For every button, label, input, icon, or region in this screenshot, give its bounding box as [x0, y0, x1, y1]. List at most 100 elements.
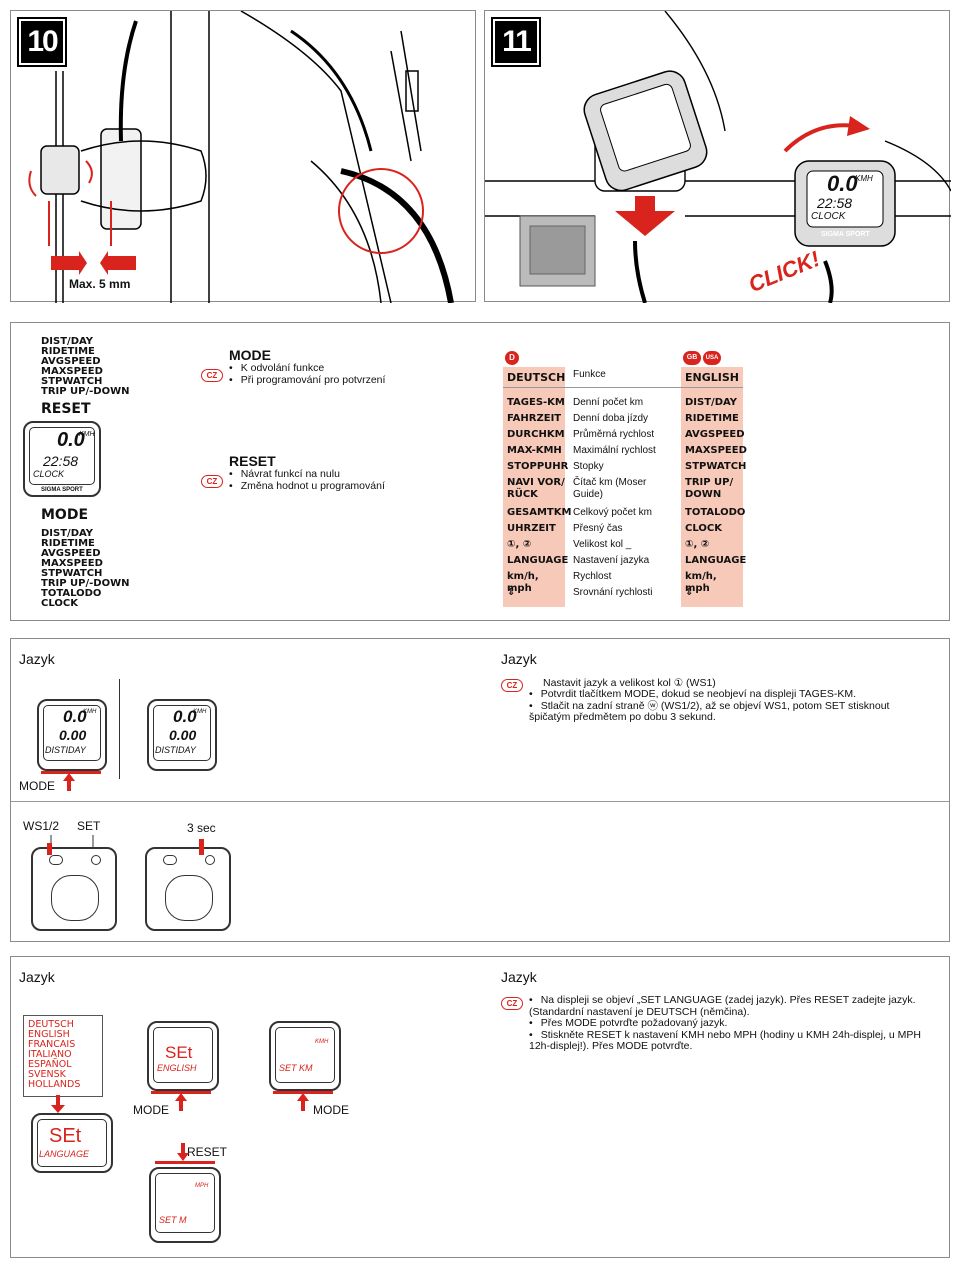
lcd-distance: 0.00 [169, 727, 197, 743]
lcd-language: LANGUAGE [39, 1149, 90, 1159]
table-cell-czech: Celkový počet km [573, 507, 652, 518]
table-cell-german: MAX-KMH [507, 445, 562, 456]
table-cell-english: AVGSPEED [685, 429, 745, 440]
ws-label: WS1/2 [23, 819, 60, 833]
lcd-set: SEt [165, 1043, 193, 1062]
lcd-kmh: KMH [315, 1039, 329, 1045]
ws-button[interactable] [163, 855, 177, 865]
usa-badge: USA [703, 351, 721, 365]
table-cell-english: TRIP UP/ DOWN [685, 477, 734, 500]
cz-badge: CZ [501, 679, 523, 692]
step-number: 10 [17, 17, 67, 67]
english-column [681, 367, 743, 607]
table-cell-german: NAVI VOR/ RÜCK [507, 477, 565, 500]
sensor-mounting-illustration [28, 11, 454, 303]
d-badge: D [505, 351, 519, 365]
mode-title: MODE [229, 347, 271, 363]
lcd-mode: CLOCK [811, 211, 846, 222]
function-item: MAXSPEED [41, 558, 103, 569]
display-set-language: SEt LANGUAGE [31, 1113, 113, 1173]
function-item: AVGSPEED [41, 356, 101, 367]
czech-header: Funkce [573, 369, 606, 380]
lcd-mode: DISTIDAY [155, 745, 196, 755]
ws-button[interactable] [49, 855, 63, 865]
max-distance-caption: Max. 5 mm [69, 277, 131, 291]
lcd-screen [275, 1027, 335, 1083]
set-label: SET [77, 819, 101, 833]
computer-back-2 [145, 847, 231, 931]
cz-badge: CZ [501, 997, 523, 1010]
language-option: ENGLISH [28, 1029, 70, 1040]
instruction-item: Stiskněte RESET k nastavení KMH nebo MPH… [529, 1029, 939, 1053]
table-cell-czech: Rychlost [573, 571, 612, 582]
table-cell-english: km/h, mph [685, 571, 717, 594]
vertical-divider [119, 679, 120, 779]
lcd-unit: KMH [79, 431, 95, 438]
section-title-right: Jazyk [501, 969, 537, 985]
table-cell-english: TOTALODO [685, 507, 746, 518]
step-number: 11 [491, 17, 541, 67]
battery-cover [51, 875, 99, 921]
reset-items: Návrat funkcí na nulu Změna hodnot u pro… [229, 468, 385, 492]
table-cell-english: STPWATCH [685, 461, 747, 472]
german-column [503, 367, 565, 607]
table-cell-czech: Průměrná rychlost [573, 429, 655, 440]
mode-button-marker[interactable] [41, 771, 101, 774]
up-arrow-icon [63, 773, 75, 791]
display-set-english: SEt ENGLISH [147, 1021, 219, 1091]
function-item: STPWATCH [41, 376, 103, 387]
display-set-km: KMH SET KM [269, 1021, 341, 1091]
set-button[interactable] [205, 855, 215, 865]
function-item: AVGSPEED [41, 548, 101, 559]
reset-title: RESET [229, 453, 276, 469]
function-item: CLOCK [41, 598, 78, 609]
lcd-time: 22:58 [817, 195, 853, 211]
lcd-speed: 0.0 [63, 707, 87, 726]
mode-label: MODE [19, 779, 55, 793]
bike-computer-display-2: 0.0 KMH 0.00 DISTIDAY [147, 699, 217, 771]
lcd-english: ENGLISH [157, 1063, 197, 1073]
mode-label-1: MODE [133, 1103, 169, 1117]
up-arrow-icon [297, 1093, 309, 1111]
reset-button-marker[interactable] [155, 1161, 215, 1164]
language-panel-1: Jazyk 0.0 KMH 0.00 DISTIDAY 0.0 KMH 0.00… [10, 638, 950, 942]
mode-button-marker[interactable] [273, 1091, 333, 1094]
table-cell-czech: Velikost kol _ [573, 539, 632, 550]
function-item: DIST/DAY [41, 336, 94, 347]
german-header: DEUTSCH [507, 371, 566, 384]
lcd-time: 22:58 [43, 453, 79, 469]
table-cell-english: DIST/DAY [685, 397, 738, 408]
table-cell-english: RIDETIME [685, 413, 739, 424]
table-cell-german: km/h, mph [507, 571, 539, 594]
table-cell-czech: Stopky [573, 461, 604, 472]
legend-item: Při programování pro potvrzení [229, 374, 386, 387]
table-cell-english: LANGUAGE [685, 555, 747, 566]
legend-item: Návrat funkcí na nulu [229, 468, 385, 481]
step-10-panel: 10 Max. 5 mm [10, 10, 476, 303]
cz-badge: CZ [201, 475, 223, 488]
table-cell-czech: Nastavení jazyka [573, 555, 650, 566]
table-cell-german: UHRZEIT [507, 523, 556, 534]
legend-item: K odvolání funkce [229, 362, 385, 375]
table-cell-german: GESAMTKM [507, 507, 572, 518]
reset-legend: RESET CZ Návrat funkcí na nulu Změna hod… [201, 453, 385, 492]
language-option: HOLLANDS [28, 1079, 81, 1090]
reset-label: RESET [41, 401, 91, 417]
header-rule [503, 387, 743, 388]
lcd-unit: KMH [855, 174, 873, 183]
display-set-m: MPH SET M [149, 1167, 221, 1243]
lcd-mph: MPH [195, 1183, 209, 1189]
brand-logo: SIGMA SPORT [41, 487, 83, 493]
down-arrow-icon [51, 1095, 65, 1113]
set-button[interactable] [91, 855, 101, 865]
table-cell-english: MAXSPEED [685, 445, 747, 456]
lcd-speed: 0.0 [57, 429, 85, 451]
language-options-box: DEUTSCH ENGLISH FRANCAIS ITALIANO ESPAÑO… [23, 1015, 103, 1097]
mode-button-marker[interactable] [151, 1091, 211, 1094]
lcd-set-m: SET M [159, 1215, 187, 1225]
mode-label: MODE [41, 507, 89, 523]
table-cell-czech: Maximální rychlost [573, 445, 656, 456]
computer-mounting-illustration [485, 11, 951, 303]
table-cell-german: ①, ② [507, 539, 532, 550]
table-cell-czech: Denní počet km [573, 397, 644, 408]
